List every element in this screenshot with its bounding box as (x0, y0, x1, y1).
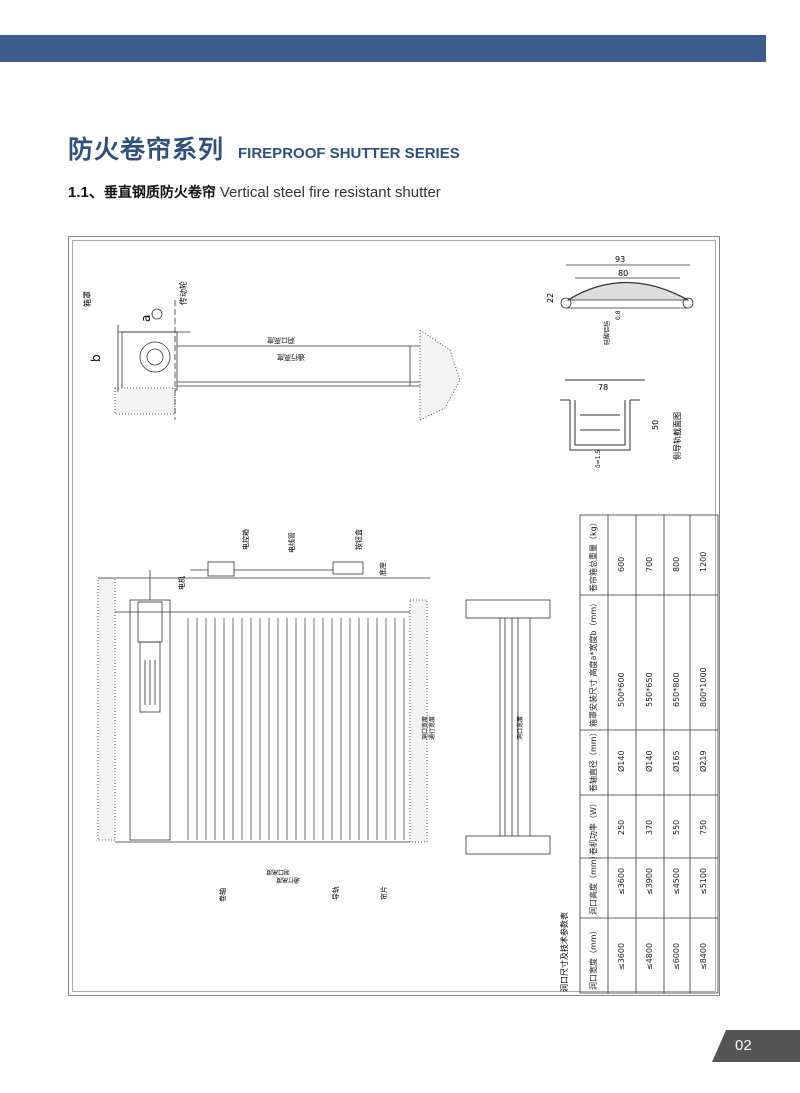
slat-label: 帘片 (379, 886, 388, 900)
section-title-chinese: 垂直钢质防火卷帘 (103, 185, 216, 201)
title-english: FIREPROOF SHUTTER SERIES (238, 145, 460, 162)
dim-a-label: a (139, 315, 153, 322)
button-box-label: 按钮盒 (354, 529, 363, 550)
shutter-slats (187, 618, 405, 840)
page-title: 防火卷帘系列 FIREPROOF SHUTTER SERIES (68, 130, 460, 166)
table-cell: ≤3600 (617, 943, 626, 970)
top-opening-height-label: 洞口高度 (267, 336, 295, 345)
bottom-bar-label: 底座 (378, 562, 387, 576)
table-header-cell: 洞口宽度（mm） (588, 926, 598, 990)
side-elevation (465, 599, 551, 855)
side-section-view (114, 300, 461, 421)
cable-tube-label: 电线管 (287, 532, 296, 553)
table-cell: 1200 (699, 552, 708, 572)
dim-b-label: b (89, 354, 103, 362)
front-opening-width-label: 洞口宽度 (421, 716, 429, 740)
table-header-cell: 卷帘箱总重量（kg） (588, 518, 598, 592)
shaft-label: 卷轴 (218, 888, 227, 902)
table-cell: 370 (645, 820, 654, 835)
front-elevation (97, 561, 430, 843)
dim-50-label: 50 (651, 420, 660, 430)
transmission-label: 传动轮 (178, 281, 188, 305)
page-number: 02 (735, 1037, 752, 1054)
slat-profile (560, 264, 694, 309)
table-cell: ≤5100 (699, 868, 708, 895)
guide-rail-label: 导轨 (331, 886, 340, 900)
table-cell: Ø219 (698, 750, 708, 772)
motor-label: 电机 (177, 576, 186, 590)
table-cell: 650*800 (672, 672, 681, 707)
table-cell: ≤3900 (645, 868, 654, 895)
table-cell: ≤4500 (672, 868, 681, 895)
table-cell: Ø140 (616, 750, 626, 772)
dim-78-label: 78 (598, 383, 608, 392)
table-cell: ≤8400 (699, 943, 708, 970)
thickness-label: 0.8 (615, 310, 622, 320)
front-clear-width-label: 通行宽度 (428, 716, 436, 740)
title-chinese: 防火卷帘系列 (68, 135, 225, 164)
rail-caption: 侧导轨截面图 (672, 412, 682, 460)
table-caption: 洞口尺寸及技术参数表 (559, 912, 569, 992)
table-header-cell: 箱罩安装尺寸 高度a*宽度b（mm） (588, 599, 598, 727)
table-header-cell: 洞口高度（mm） (588, 851, 598, 915)
table-header-cell: 卷轴直径（mm） (588, 728, 598, 792)
material-label: 硅酸铝毡 (603, 321, 611, 345)
spec-table-text: 洞口宽度（mm） 洞口高度（mm）卷机功率（W） 卷轴直径（mm）箱罩安装尺寸 高度… (588, 518, 708, 990)
control-box-label: 电控箱 (241, 529, 250, 550)
dim-93-label: 93 (615, 255, 625, 264)
table-header-cell: 卷机功率（W） (588, 799, 598, 855)
side-width-label: 洞口宽度 (516, 716, 524, 740)
table-cell: 600 (617, 557, 626, 572)
table-cell: 500*600 (617, 672, 626, 707)
table-cell: 550*650 (645, 672, 654, 707)
table-cell: 250 (617, 820, 626, 835)
page-tab (712, 1030, 800, 1062)
hood-label: 箱罩 (82, 291, 92, 307)
dim-22-label: 22 (546, 293, 555, 303)
table-cell: Ø165 (671, 750, 681, 772)
table-cell: ≤6000 (672, 943, 681, 970)
front-clear-height-label: 通行高度 (276, 876, 300, 884)
drawing-frame (68, 236, 720, 996)
table-cell: 750 (699, 820, 708, 835)
table-cell: 550 (672, 820, 681, 835)
table-cell: 800 (672, 557, 681, 572)
table-cell: ≤3600 (617, 868, 626, 895)
front-opening-height-label: 洞口高度 (266, 868, 290, 876)
section-number: 1.1、 (68, 184, 104, 201)
spec-table (579, 514, 719, 994)
header-bar (0, 35, 766, 62)
top-clear-height-label: 通行高度 (277, 353, 305, 362)
rail-thickness-label: δ=1.5 (595, 450, 602, 468)
table-cell: 800*1000 (699, 667, 708, 707)
dim-80-label: 80 (618, 269, 628, 278)
table-cell: Ø140 (644, 750, 654, 772)
section-title-english: Vertical steel fire resistant shutter (219, 184, 441, 201)
rail-section (560, 379, 645, 451)
table-cell: ≤4800 (645, 943, 654, 970)
table-cell: 700 (645, 557, 654, 572)
